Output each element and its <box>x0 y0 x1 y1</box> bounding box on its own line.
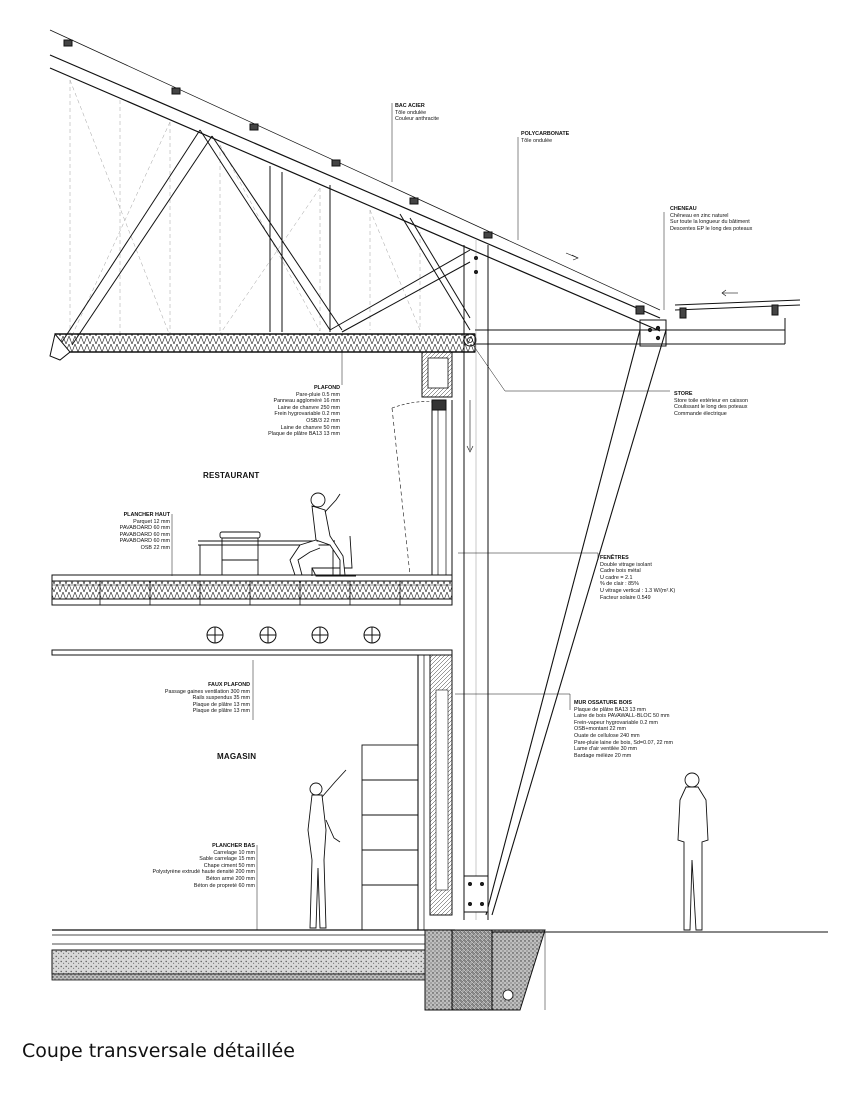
room-label-magasin: MAGASIN <box>217 752 257 761</box>
annotation-line: PAVABOARD 60 mm <box>119 531 170 538</box>
annotation-line: Carrelage 10 mm <box>213 849 255 856</box>
annotation-line: Couleur anthracite <box>395 116 440 123</box>
annotation-line: OSB/3 22 mm <box>306 417 340 424</box>
annotation-line: Pare-pluie laine de bois, Sd=0.07, 22 mm <box>574 739 674 746</box>
annotation-line: Chape ciment 50 mm <box>203 862 255 869</box>
annotation-title: STORE <box>674 391 693 397</box>
annotation-line: Parquet 12 mm <box>133 518 170 525</box>
annotation-line: PAVABOARD 60 mm <box>119 525 170 532</box>
annotation-title: CHENEAU <box>670 206 697 212</box>
annotation-title: FENÊTRES <box>600 555 629 561</box>
annotation-faux-plafond: FAUX PLAFOND Passage gaines ventilation … <box>150 682 250 715</box>
annotation-line: Chêneau en zinc naturel <box>670 212 729 219</box>
annotation-line: Frein-vapeur hygrovariable 0.2 mm <box>574 719 658 726</box>
leader-lines <box>171 103 670 930</box>
annotation-line: Plaque de plâtre 13 mm <box>192 708 250 715</box>
annotation-line: Pare-pluie 0.5 mm <box>295 391 340 398</box>
annotation-line: Passage gaines ventilation 300 mm <box>164 688 250 695</box>
annotation-line: Polystyrène extrudé haute densité 200 mm <box>152 869 255 876</box>
annotation-line: Laine de chanvre 50 mm <box>280 424 340 431</box>
annotation-plancher-bas: PLANCHER BAS Carrelage 10 mm Sable carre… <box>150 843 255 889</box>
figure-caption: Coupe transversale détaillée <box>22 1040 295 1062</box>
annotation-title: MUR OSSATURE BOIS <box>574 700 633 706</box>
exterior-wall <box>391 351 489 930</box>
ground-slab <box>51 929 828 1011</box>
annotation-line: Store toile extérieur en caisson <box>674 397 749 404</box>
room-label-restaurant: RESTAURANT <box>203 471 260 480</box>
annotation-line: U vitrage vertical : 1.3 W/(m².K) <box>600 587 676 594</box>
annotation-line: OSB+montant 22 mm <box>574 726 626 733</box>
annotation-line: Sable carrelage 15 mm <box>199 856 255 863</box>
annotation-title: PLAFOND <box>313 385 340 391</box>
annotation-line: Tôle ondulée <box>521 137 553 144</box>
annotation-line: Panneau aggloméré 16 mm <box>273 398 340 405</box>
annotation-line: Lame d'air ventilée 30 mm <box>574 746 638 753</box>
annotation-line: Plaque de plâtre BA13 13 mm <box>268 431 340 438</box>
annotation-fenetres: FENÊTRES Double vitrage isolant Cadre bo… <box>600 555 675 601</box>
annotation-title: PLANCHER BAS <box>212 843 255 849</box>
annotation-line: Bardage mélèze 20 mm <box>574 752 632 759</box>
annotation-plancher-haut: PLANCHER HAUT Parquet 12 mm PAVABOARD 60… <box>100 512 170 552</box>
annotation-line: Ouate de cellulose 240 mm <box>574 732 640 739</box>
annotation-polycarbonate: POLYCARBONATE Tôle ondulée <box>521 131 569 144</box>
annotation-line: Cadre bois métal <box>600 568 641 575</box>
annotation-line: Double vitrage isolant <box>600 561 652 568</box>
annotation-bac-acier: BAC ACIER Tôle ondulée Couleur anthracit… <box>395 103 439 123</box>
annotation-line: Coulissant le long des poteaux <box>674 404 748 411</box>
annotation-plafond: PLAFOND Pare-pluie 0.5 mm Panneau agglom… <box>258 385 340 438</box>
annotation-line: OSB 22 mm <box>140 544 170 551</box>
annotation-title: FAUX PLAFOND <box>208 682 250 688</box>
annotation-line: Plaque de plâtre BA13 13 mm <box>574 706 646 713</box>
annotation-title: POLYCARBONATE <box>521 131 570 137</box>
annotation-mur-ossature-bois: MUR OSSATURE BOIS Plaque de plâtre BA13 … <box>574 700 673 759</box>
annotation-line: Tôle ondulée <box>395 109 427 116</box>
annotation-store: STORE Store toile extérieur en caisson C… <box>674 391 748 417</box>
annotation-line: PAVABOARD 60 mm <box>119 538 170 545</box>
annotation-line: Béton armé 200 mm <box>206 875 255 882</box>
annotation-title: PLANCHER HAUT <box>123 512 170 518</box>
annotation-line: Béton de propreté 60 mm <box>193 882 255 889</box>
annotation-line: Commande électrique <box>674 410 727 417</box>
person-reaching <box>307 769 347 929</box>
annotation-line: U cadre = 2.1 <box>600 574 633 581</box>
roof <box>49 29 801 920</box>
annotation-line: Plaque de plâtre 13 mm <box>192 701 250 708</box>
annotation-line: Descentes EP le long des poteaux <box>670 225 753 232</box>
annotation-line: % de clair : 85% <box>600 581 639 588</box>
person-standing <box>677 772 709 931</box>
annotation-line: Sur toute la longueur du bâtiment <box>670 219 750 226</box>
annotation-line: Frein hygrovariable 0.2 mm <box>274 411 340 418</box>
section-drawing <box>49 29 828 1011</box>
annotation-line: Rails suspendus 35 mm <box>192 695 250 702</box>
annotation-title: BAC ACIER <box>395 103 425 109</box>
annotation-line: Laine de bois PAVAWALL-BLOC 50 mm <box>574 713 670 720</box>
annotation-cheneau: CHENEAU Chêneau en zinc naturel Sur tout… <box>670 206 752 232</box>
person-seated <box>289 492 346 576</box>
annotation-line: Laine de chanvre 250 mm <box>277 404 340 411</box>
upper-floor <box>51 574 453 656</box>
annotation-line: Facteur solaire 0.549 <box>600 594 651 601</box>
